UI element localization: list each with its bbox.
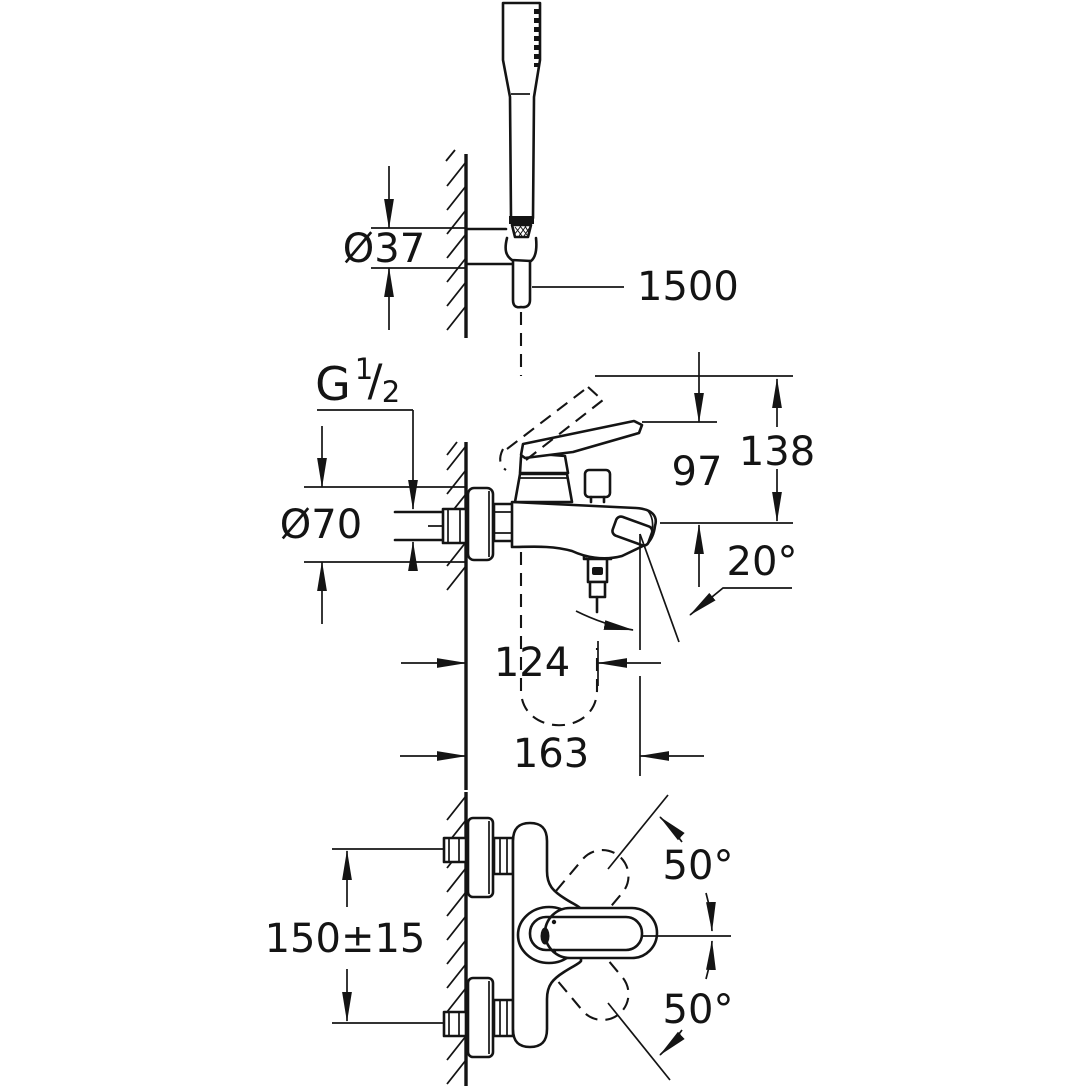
dim-handle-swing: 50° 50°	[607, 794, 734, 1081]
hose-nut-band	[509, 216, 534, 224]
dim-depths: 124 163	[400, 640, 704, 777]
hose-outlet-nipple	[586, 557, 609, 614]
front-view: 150±15 50° 50°	[265, 792, 734, 1086]
hose-cone	[510, 223, 533, 239]
side-view: G 1 / 2 Ø70 97 138	[280, 352, 815, 790]
label-height-97: 97	[672, 449, 723, 495]
wall-section-front	[446, 792, 468, 1086]
supply-connections-front	[442, 816, 515, 1059]
shower-holder	[464, 227, 538, 376]
label-thread-num: 1	[355, 352, 373, 386]
wall-section-side	[446, 441, 468, 790]
supply-bolt-top	[442, 836, 468, 864]
top-view: Ø37 1500	[343, 1, 739, 376]
union-nut	[492, 502, 515, 543]
supply-connection-side	[393, 486, 515, 562]
dim-supply-spacing: 150±15	[265, 848, 444, 1024]
lever-raised-dashed	[499, 386, 604, 471]
mixer-body-side	[499, 386, 657, 614]
supply-bolt-bottom	[442, 1010, 468, 1038]
label-holder-diameter: Ø37	[343, 226, 425, 272]
label-hose-length: 1500	[637, 264, 739, 310]
label-thread-slash: /	[368, 356, 383, 407]
dim-flange-diameter: Ø70	[280, 426, 466, 624]
label-supply-spacing: 150±15	[265, 916, 426, 962]
lever-handle-front	[516, 905, 659, 965]
label-spout-angle: 20°	[727, 539, 798, 585]
handle-mark	[540, 927, 550, 945]
label-swing-down: 50°	[663, 987, 734, 1033]
dim-holder-diameter: Ø37	[343, 166, 466, 330]
label-height-138: 138	[739, 429, 815, 475]
label-thread-den: 2	[382, 375, 400, 409]
hand-shower	[501, 1, 542, 239]
supply-bolt	[441, 507, 468, 545]
union-nut-bottom	[492, 998, 515, 1038]
union-nut-top	[492, 836, 515, 876]
label-flange-diameter: Ø70	[280, 502, 362, 548]
wall-section-top	[445, 149, 468, 338]
dim-thread: G 1 / 2	[315, 352, 418, 571]
dim-heights: 97 138	[595, 352, 815, 587]
dim-spout-angle: 20°	[575, 533, 798, 650]
lever-handle-side	[519, 419, 644, 460]
diverter-knob	[583, 468, 612, 504]
label-swing-up: 50°	[663, 843, 734, 889]
label-thread-g: G	[315, 357, 351, 411]
hose-loop-dashed	[519, 552, 599, 727]
dim-hose-length: 1500	[532, 264, 739, 310]
label-depth-163: 163	[513, 731, 589, 777]
label-depth-124: 124	[494, 640, 570, 686]
